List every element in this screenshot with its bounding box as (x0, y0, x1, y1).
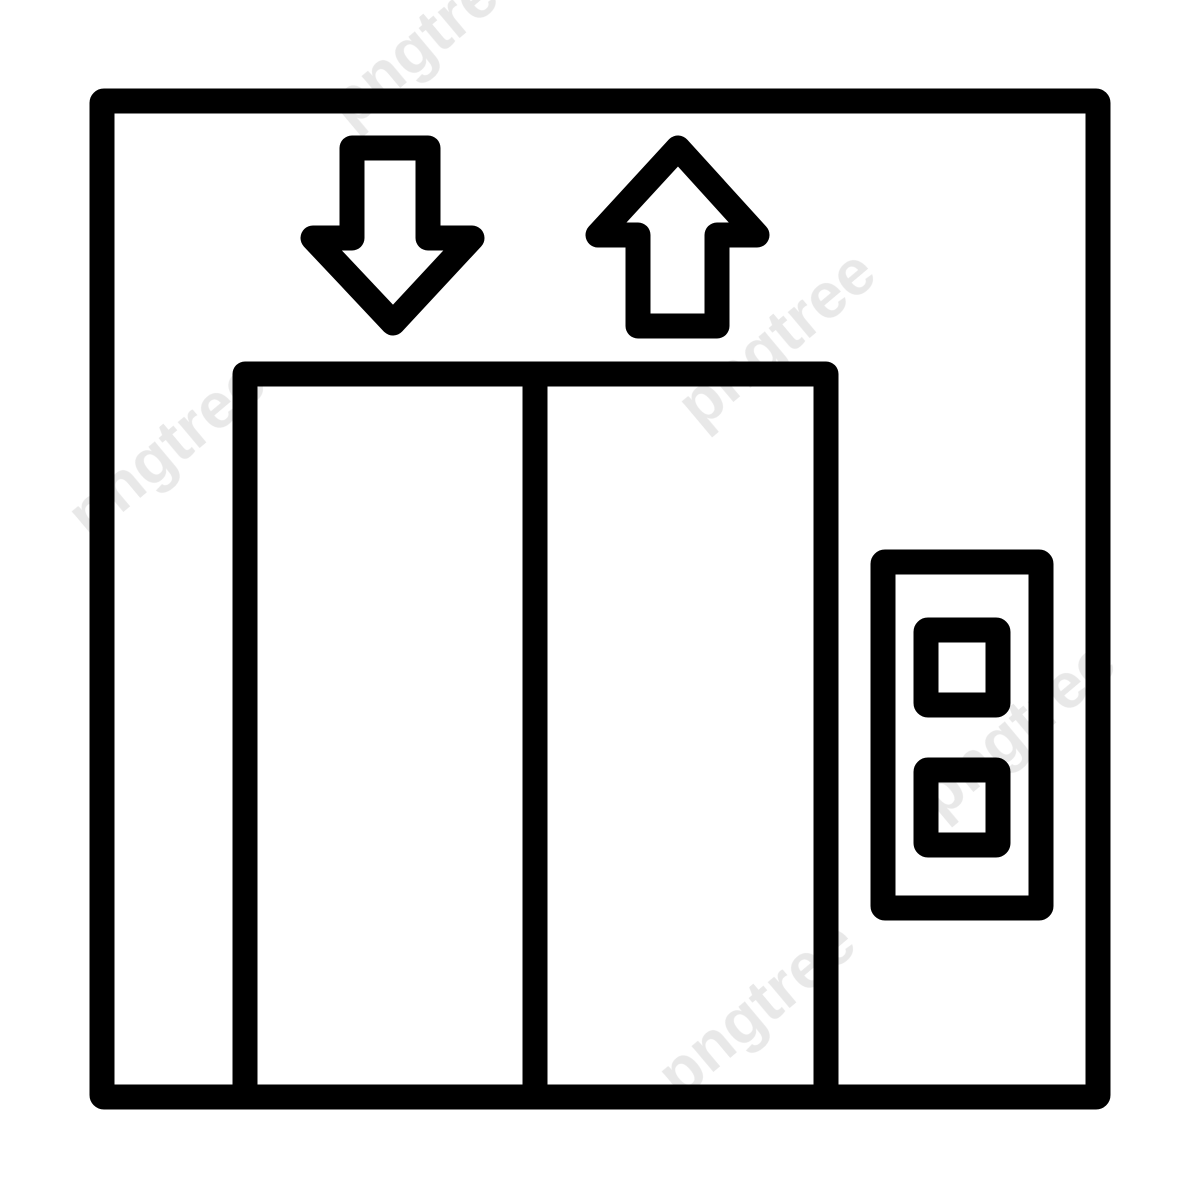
call-button-up (913, 617, 1011, 718)
call-panel (870, 549, 1054, 921)
watermark-text-1: pngtree (313, 0, 539, 141)
outer-frame (89, 88, 1111, 1110)
up-arrow-icon (585, 135, 770, 339)
down-arrow-icon (300, 135, 485, 336)
call-button-down (913, 757, 1011, 858)
